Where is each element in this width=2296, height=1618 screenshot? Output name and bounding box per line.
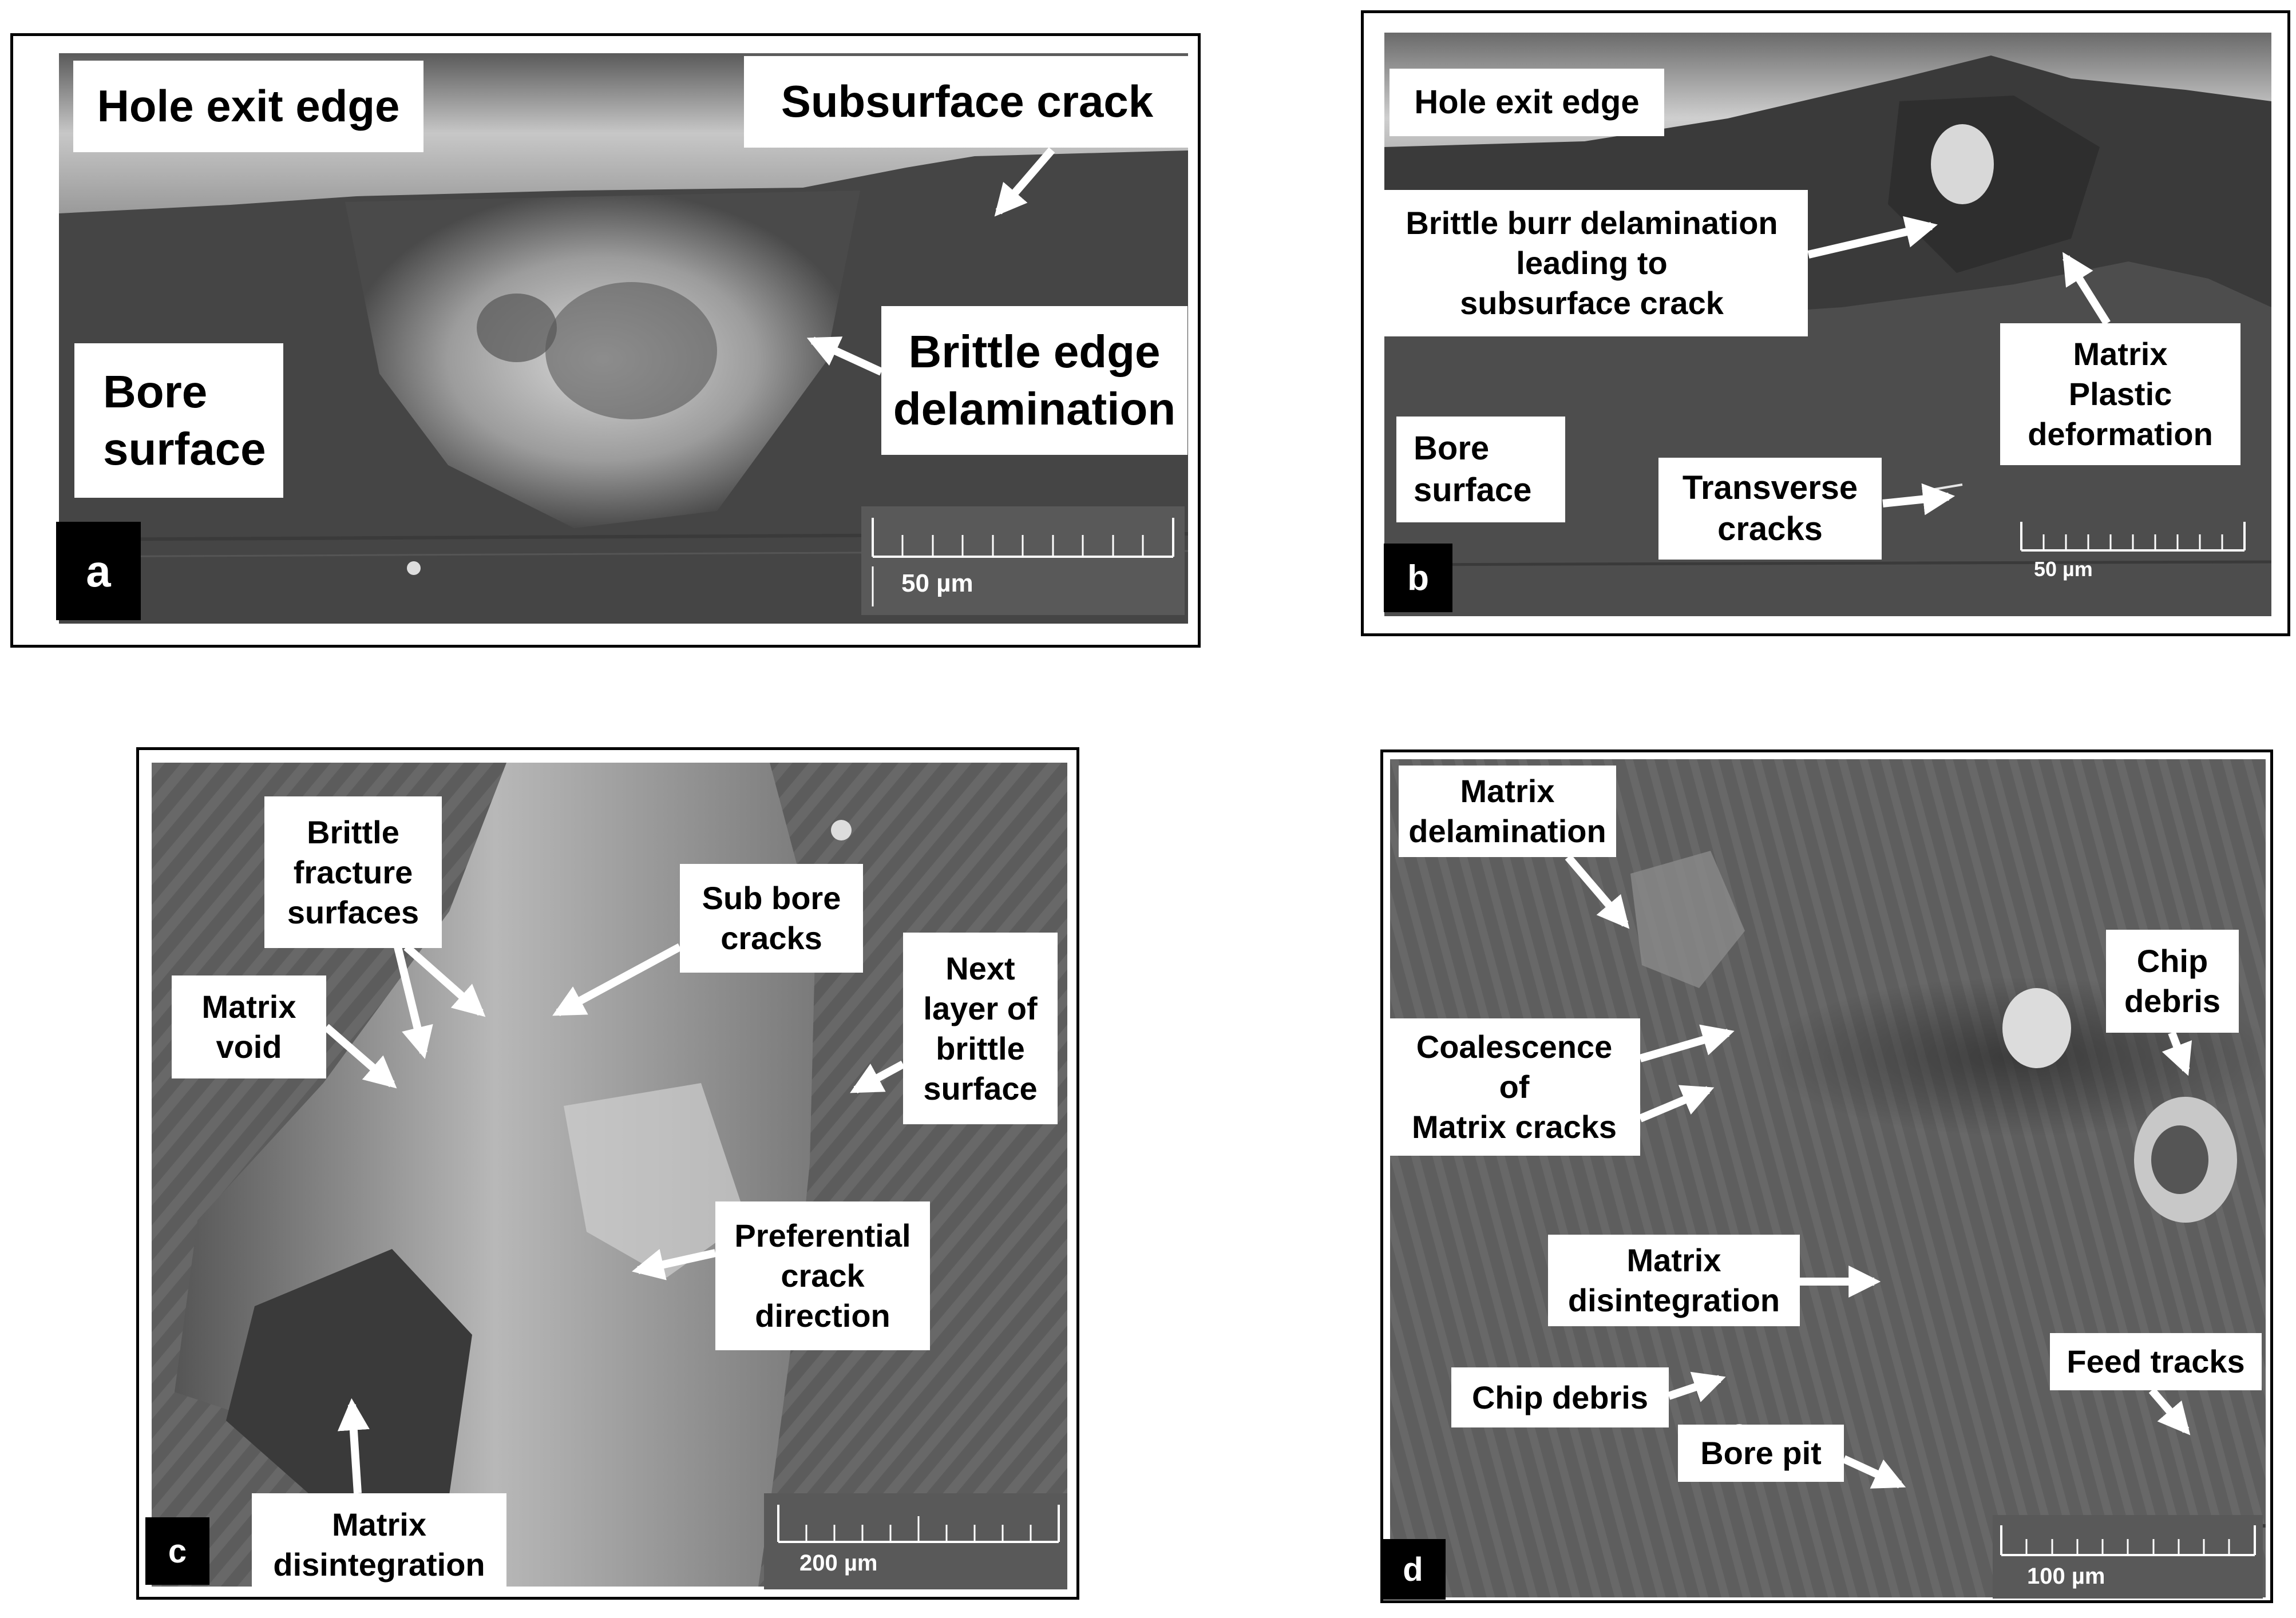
label-next-layer-c: Next layer of brittle surface bbox=[903, 933, 1058, 1124]
panel-letter-d: d bbox=[1380, 1539, 1446, 1600]
label-bore-surface-b: Bore surface bbox=[1396, 417, 1565, 522]
label-hole-exit-edge-b: Hole exit edge bbox=[1390, 69, 1664, 136]
scale-bar-a: 50 µm bbox=[861, 506, 1185, 615]
label-matrix-plastic-b: Matrix Plastic deformation bbox=[2000, 323, 2240, 465]
label-hole-exit-edge-a: Hole exit edge bbox=[73, 61, 423, 152]
scale-bar-c: 200 µm bbox=[764, 1493, 1067, 1589]
scale-bar-b: 50 µm bbox=[2010, 510, 2250, 596]
label-matrix-void-c: Matrix void bbox=[172, 975, 326, 1078]
label-coalescence-d: Coalescence of Matrix cracks bbox=[1388, 1018, 1640, 1156]
label-chip-debris-left-d: Chip debris bbox=[1451, 1367, 1669, 1427]
scale-text-d: 100 µm bbox=[2027, 1564, 2105, 1589]
label-brittle-fracture-c: Brittle fracture surfaces bbox=[264, 796, 442, 948]
label-bore-pit-d: Bore pit bbox=[1678, 1425, 1844, 1482]
panel-letter-b: b bbox=[1384, 544, 1452, 612]
label-matrix-delamination-d: Matrix delamination bbox=[1399, 766, 1616, 857]
label-bore-surface-a: Bore surface bbox=[74, 343, 283, 498]
scale-text-b: 50 µm bbox=[2034, 557, 2093, 581]
label-feed-tracks-d: Feed tracks bbox=[2050, 1333, 2262, 1390]
label-subsurface-crack-a: Subsurface crack bbox=[744, 56, 1190, 148]
label-preferential-crack-c: Preferential crack direction bbox=[715, 1201, 930, 1350]
label-matrix-disintegration-c: Matrix disintegration bbox=[252, 1493, 506, 1596]
scale-bar-d: 100 µm bbox=[1993, 1515, 2263, 1599]
label-brittle-burr-b: Brittle burr delamination leading to sub… bbox=[1376, 190, 1808, 336]
label-matrix-disintegration-d: Matrix disintegration bbox=[1548, 1235, 1800, 1326]
panel-letter-a: a bbox=[56, 522, 141, 620]
panel-c bbox=[136, 747, 1079, 1600]
panel-letter-c: c bbox=[145, 1517, 209, 1585]
sem-image-c bbox=[152, 763, 1067, 1587]
scale-text-a: 50 µm bbox=[901, 569, 973, 597]
label-chip-debris-right-d: Chip debris bbox=[2106, 930, 2239, 1033]
scale-text-c: 200 µm bbox=[799, 1550, 878, 1576]
label-sub-bore-cracks-c: Sub bore cracks bbox=[680, 864, 863, 973]
label-transverse-cracks-b: Transverse cracks bbox=[1658, 458, 1882, 560]
label-brittle-edge-delamination-a: Brittle edge delamination bbox=[881, 306, 1187, 455]
